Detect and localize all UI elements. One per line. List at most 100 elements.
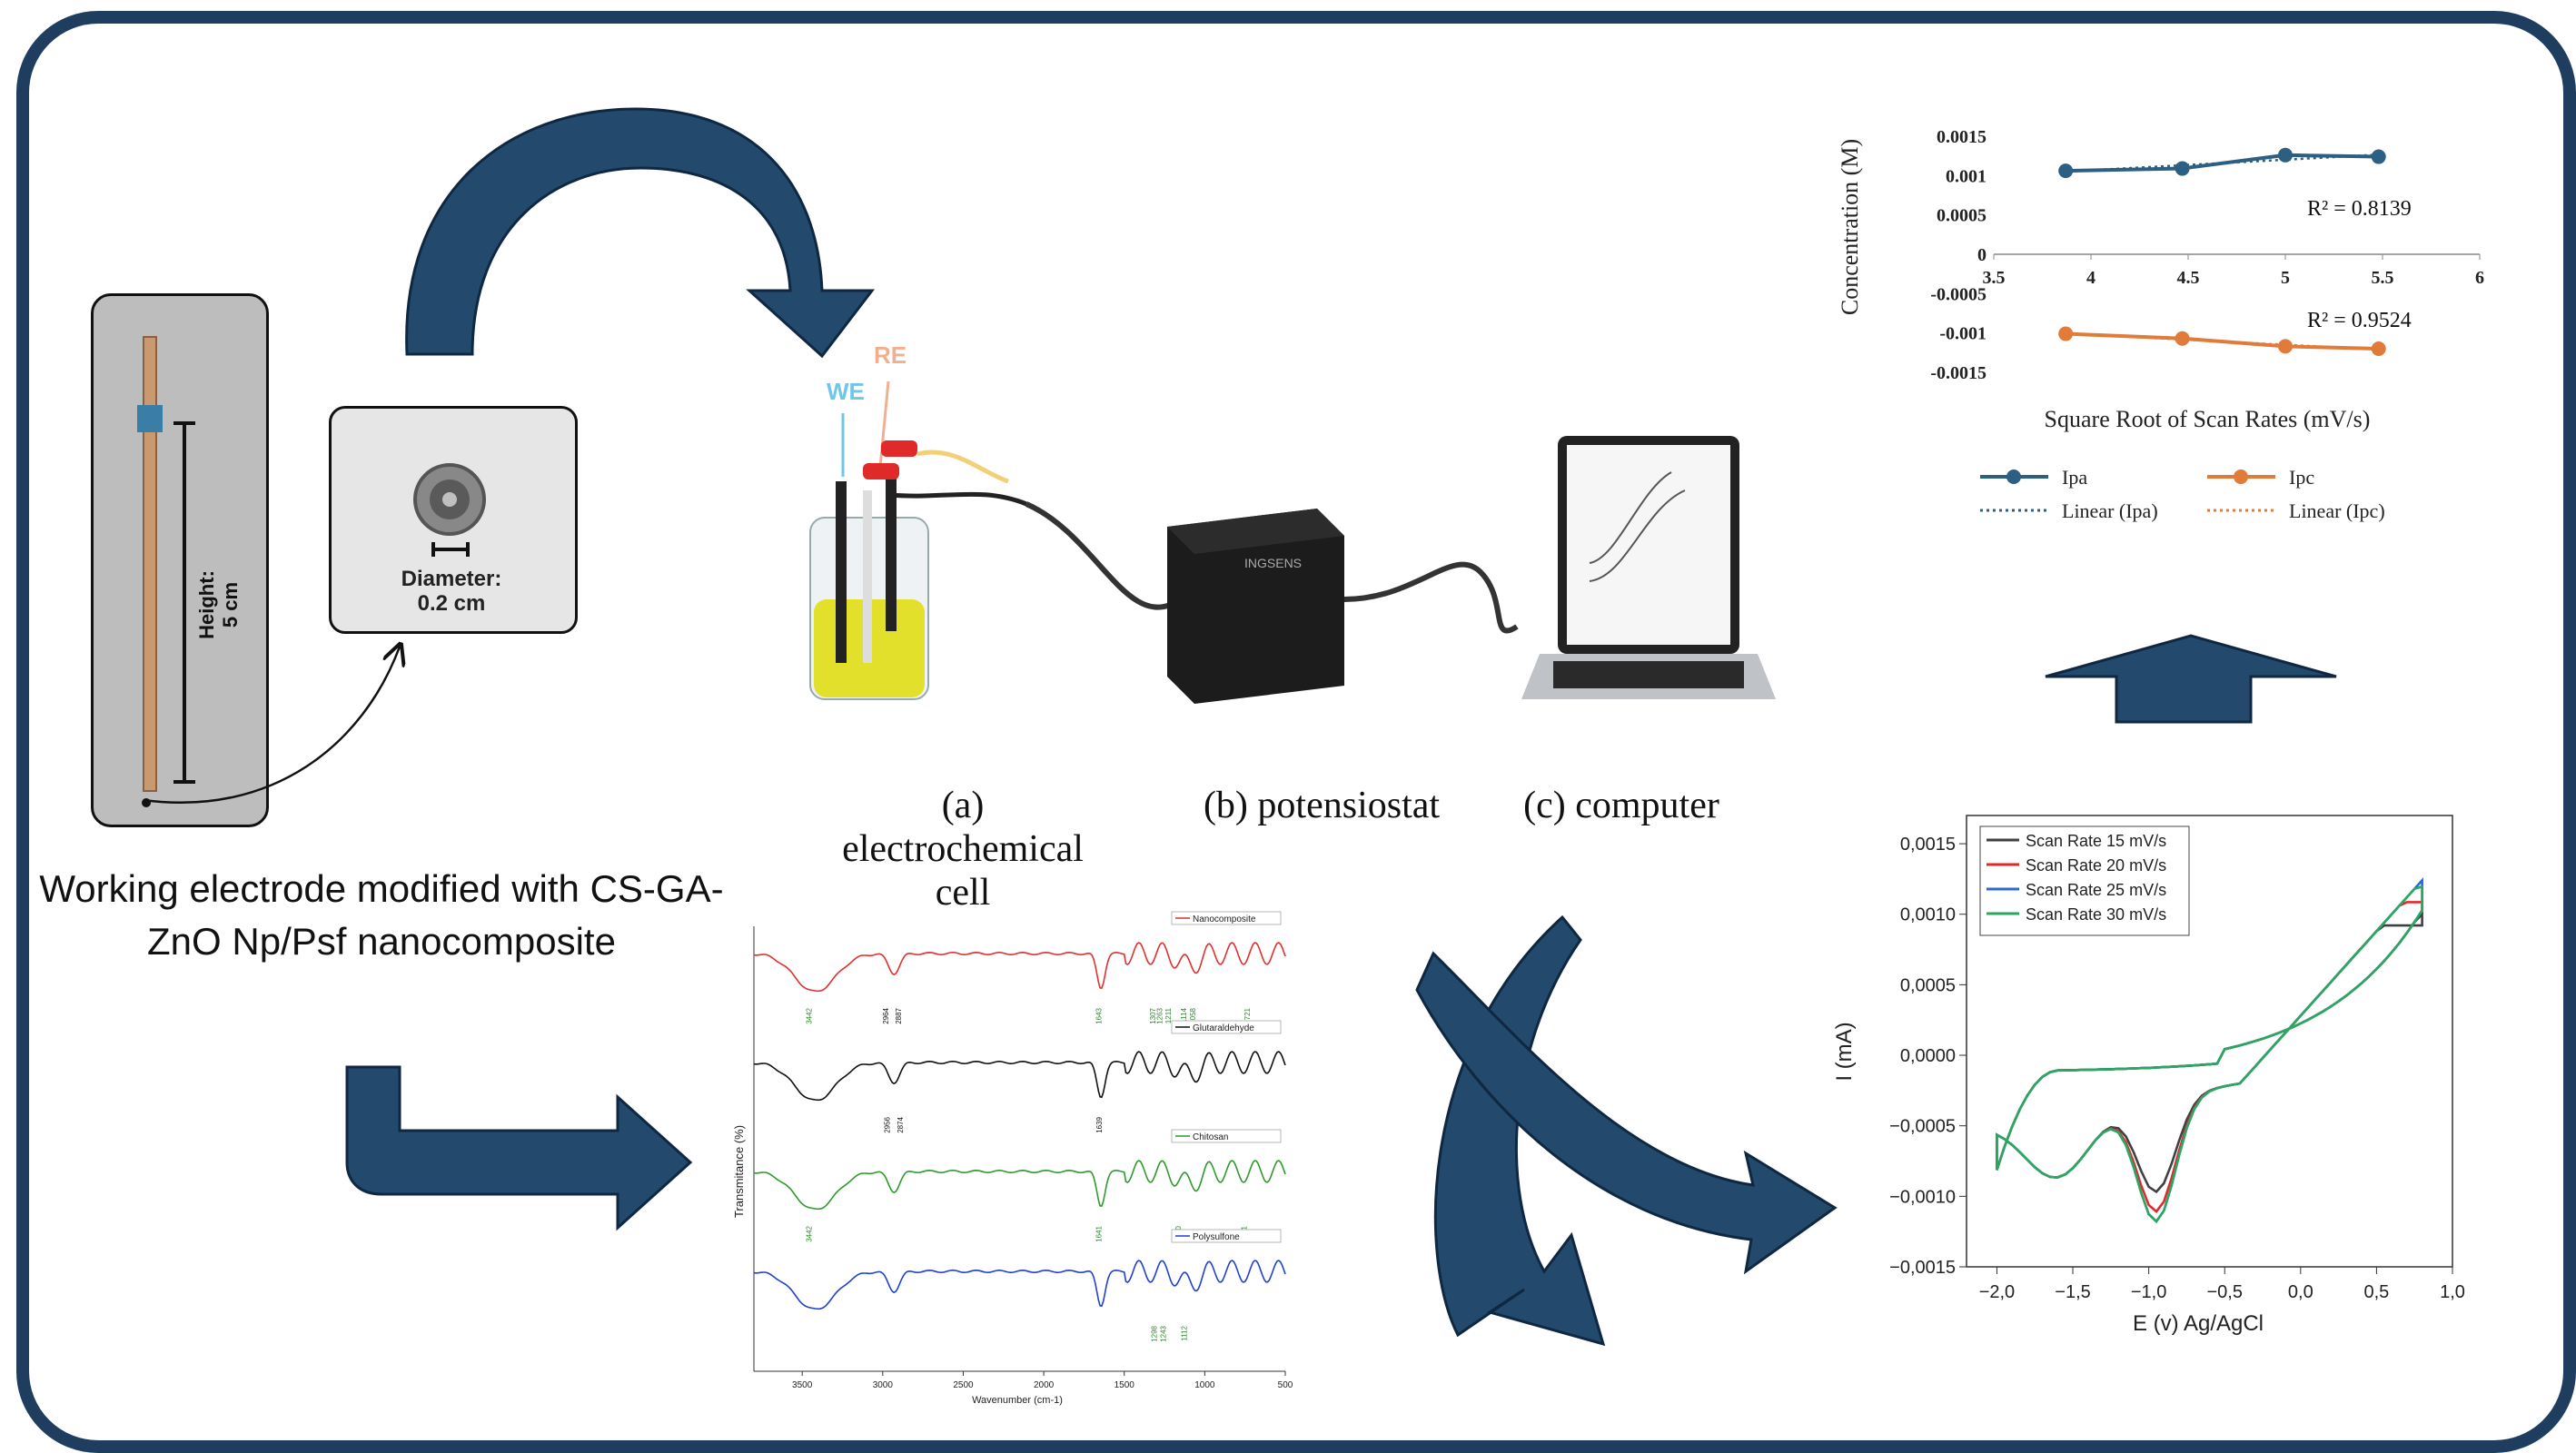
ftir-peak-label: 2956	[884, 1116, 892, 1132]
diameter-value: 0.2 cm	[418, 591, 486, 616]
ftir-spectrum-line	[753, 1160, 1286, 1211]
ftir-xtick-label: 3500	[792, 1380, 813, 1390]
calib-point	[2175, 331, 2190, 346]
calib-xtick-label: 3.5	[1983, 268, 2006, 288]
calib-ytick-label: -0.001	[1939, 324, 1986, 344]
ftir-peak-label: 1243	[1159, 1325, 1167, 1341]
calib-point	[2278, 339, 2293, 354]
calib-legend-label: Linear (Ipc)	[2289, 499, 2385, 522]
ftir-peak-label: 3442	[805, 1007, 813, 1023]
cv-ytick-label: 0,0000	[1900, 1046, 1956, 1066]
calib-xtick-label: 6	[2475, 268, 2484, 288]
cv-series-loop	[1996, 885, 2423, 1223]
cv-legend-item: Scan Rate 15 mV/s	[1986, 832, 2166, 850]
ftir-xtick-label: 1500	[1115, 1380, 1135, 1390]
ftir-legend-item: Glutaraldehyde	[1171, 1020, 1282, 1034]
cv-legend-label: Scan Rate 25 mV/s	[2026, 881, 2166, 899]
detail-connector-arrow	[143, 647, 400, 805]
calib-legend-item: Linear (Ipa)	[1980, 499, 2158, 522]
cv-xtick-label: −2,0	[1979, 1282, 2015, 1302]
ftir-peak-label: 1211	[1164, 1007, 1173, 1023]
curved-arrow-to-cv-head	[1415, 951, 1838, 1275]
calib-point	[2058, 326, 2074, 341]
calib-ytick-label: -0.0005	[1930, 284, 1986, 304]
ftir-ylabel: Transmitance (%)	[732, 1125, 746, 1218]
calib-point	[2371, 341, 2386, 356]
calib-ytick-label: 0.001	[1946, 166, 1986, 186]
ftir-xlabel: Wavenumber (cm-1)	[972, 1395, 1063, 1406]
cell-label: (a) electrochemical cell	[842, 785, 1084, 914]
device-brand: INGSENS	[1244, 556, 1302, 570]
cv-plot-frame	[1966, 815, 2453, 1268]
cv-xtick-label: 1,0	[2440, 1282, 2465, 1302]
cv-ytick-label: −0,0005	[1889, 1117, 1956, 1137]
ftir-legend-item: Chitosan	[1171, 1129, 1282, 1143]
ftir-legend-label: Polysulfone	[1193, 1232, 1240, 1242]
diameter-label: Diameter:	[401, 567, 502, 591]
re-tag: RE	[874, 341, 907, 369]
calib-legend-item: Ipa	[1980, 466, 2087, 489]
ftir-spectrum-line	[753, 1260, 1286, 1310]
laptop-photo	[1521, 436, 1776, 699]
height-label: Height:	[195, 570, 218, 639]
height-value: 5 cm	[219, 582, 242, 628]
ftir-xtick-label: 2500	[953, 1380, 974, 1390]
ftir-peak-label: 1112	[1181, 1325, 1189, 1340]
cv-xtick-label: 0,0	[2288, 1282, 2313, 1302]
calib-r2-ipa: R² = 0.8139	[2307, 197, 2412, 221]
ftir-peak-label: 1639	[1095, 1116, 1104, 1132]
calib-ytick-label: -0.0015	[1930, 363, 1986, 383]
calib-ylabel: Concentration (M)	[1837, 139, 1863, 315]
ftir-peak-label: 1263	[1156, 1007, 1164, 1023]
ftir-peak-label: 3442	[805, 1225, 813, 1241]
cv-ytick-label: 0,0005	[1900, 975, 1956, 995]
calib-xlabel: Square Root of Scan Rates (mV/s)	[2045, 406, 2371, 432]
cv-legend-label: Scan Rate 15 mV/s	[2026, 832, 2166, 850]
ftir-legend-label: Chitosan	[1193, 1132, 1228, 1142]
cv-legend-label: Scan Rate 20 mV/s	[2026, 856, 2166, 875]
ftir-peak-label: 1298	[1151, 1325, 1159, 1341]
curved-arrow-to-cell	[405, 107, 876, 359]
ftir-spectrum-line	[753, 1051, 1286, 1102]
cv-xtick-label: −0,5	[2206, 1282, 2242, 1302]
curved-arrow-to-cv	[1433, 914, 1606, 1347]
ftir-peak-label: 721	[1243, 1007, 1252, 1020]
cv-series-loop	[1996, 901, 2423, 1213]
calib-legend-item: Linear (Ipc)	[2207, 499, 2385, 522]
cv-ylabel: I (mA)	[1832, 1022, 1857, 1081]
cv-xtick-label: −1,0	[2131, 1282, 2166, 1302]
cv-ytick-label: −0,0010	[1889, 1187, 1956, 1207]
up-arrow-to-calibration	[2045, 634, 2337, 724]
calib-point	[2058, 163, 2074, 179]
cv-ytick-label: 0,0015	[1900, 835, 1956, 855]
ftir-legend-item: Nanocomposite	[1171, 911, 1282, 925]
ftir-peak-label: 1641	[1095, 1225, 1104, 1241]
ftir-peak-label: 2964	[882, 1007, 890, 1023]
ftir-xtick-label: 500	[1278, 1380, 1293, 1390]
cv-legend-item: Scan Rate 25 mV/s	[1986, 881, 2166, 899]
calib-point	[2175, 161, 2190, 176]
electrode-disc-panel: Diameter: 0.2 cm	[329, 406, 578, 634]
cv-legend-item: Scan Rate 20 mV/s	[1986, 856, 2166, 875]
cv-series-loop	[1996, 911, 2423, 1194]
calib-legend-label: Ipa	[2062, 466, 2087, 489]
calib-legend-item: Ipc	[2207, 466, 2314, 489]
calib-legend-label: Ipc	[2289, 466, 2314, 489]
ftir-peak-label: 1058	[1189, 1007, 1197, 1023]
calib-xtick-label: 5	[2281, 268, 2290, 288]
ftir-peak-label: 1114	[1180, 1007, 1188, 1023]
calib-xtick-label: 5.5	[2372, 268, 2394, 288]
ftir-spectra-panel: Transmitance (%) Wavenumber (cm-1) 3500 3…	[732, 911, 1293, 1406]
electrode-photo-panel: Height: 5 cm	[91, 293, 269, 827]
computer-label: (c) computer	[1523, 785, 1719, 826]
ftir-peak-label: 1307	[1149, 1007, 1157, 1023]
calib-xtick-label: 4	[2086, 268, 2095, 288]
calib-r2-ipc: R² = 0.9524	[2307, 309, 2412, 332]
cv-xtick-label: 0,5	[2364, 1282, 2390, 1302]
cv-legend-item: Scan Rate 30 mV/s	[1986, 905, 2166, 924]
potentiostat-label: (b) potensiostat	[1203, 785, 1441, 826]
electrode-caption: Working electrode modified with CS-GA-Zn…	[39, 867, 724, 963]
electrode-illustration: Height: 5 cm	[137, 336, 242, 807]
calib-ytick-label: 0	[1977, 245, 1986, 265]
